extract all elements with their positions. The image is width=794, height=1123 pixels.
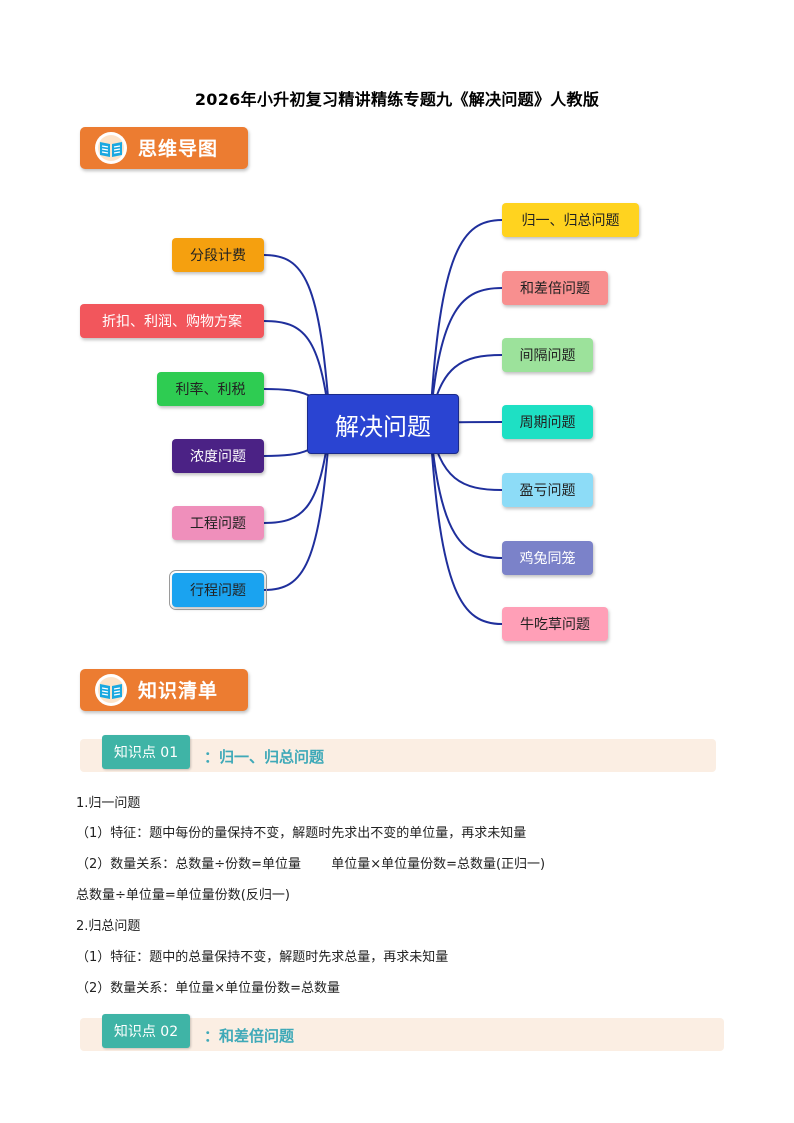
connector-right-7 — [429, 422, 503, 625]
mindmap-node-left-6: 行程问题 — [169, 570, 267, 610]
mindmap-node-right-2: 和差倍问题 — [502, 271, 608, 305]
mindmap-node-right-4: 周期问题 — [502, 405, 593, 439]
knowledge-point-tag: 知识点 02 — [102, 1014, 190, 1048]
mindmap-section-label: 思维导图 — [138, 138, 219, 160]
content-line: 1.归一问题 — [76, 796, 141, 811]
connector-left-6 — [263, 422, 331, 591]
content-line: （1）特征：题中每份的量保持不变，解题时先求出不变的单位量，再求未知量 — [76, 826, 527, 841]
mindmap-node-right-7: 牛吃草问题 — [502, 607, 608, 641]
knowledge-section-banner: 知识清单 — [80, 669, 248, 711]
knowledge-section-label: 知识清单 — [138, 680, 219, 702]
mindmap-node-left-4: 浓度问题 — [172, 439, 264, 473]
mindmap: 解决问题 分段计费折扣、利润、购物方案利率、利税浓度问题工程问题行程问题 归一、归… — [0, 180, 794, 660]
mindmap-node-left-2: 折扣、利润、购物方案 — [80, 304, 264, 338]
mindmap-node-right-3: 间隔问题 — [502, 338, 593, 372]
connector-right-1 — [429, 219, 503, 424]
mindmap-section-banner: 思维导图 — [80, 127, 248, 169]
content-line: （2）数量关系：单位量×单位量份数=总数量 — [76, 981, 341, 996]
mindmap-node-left-5: 工程问题 — [172, 506, 264, 540]
knowledge-point-title: ：和差倍问题 — [204, 1027, 295, 1045]
mindmap-center-node: 解决问题 — [307, 394, 459, 454]
connector-right-2 — [429, 287, 503, 424]
content-line: （1）特征：题中的总量保持不变，解题时先求总量，再求未知量 — [76, 950, 449, 965]
content-line: 2.归总问题 — [76, 919, 141, 934]
mindmap-node-right-6: 鸡兔同笼 — [502, 541, 593, 575]
mindmap-node-right-1: 归一、归总问题 — [502, 203, 639, 237]
book-icon — [95, 674, 127, 706]
content-line: 总数量÷单位量=单位量份数(反归一) — [76, 888, 290, 903]
mindmap-node-left-3: 利率、利税 — [157, 372, 264, 406]
knowledge-point-tag: 知识点 01 — [102, 735, 190, 769]
connector-left-1 — [263, 254, 331, 424]
document-title: 2026年小升初复习精讲精练专题九《解决问题》人教版 — [194, 90, 600, 109]
connector-right-6 — [429, 422, 503, 559]
content-line: （2）数量关系：总数量÷份数=单位量 单位量×单位量份数=总数量(正归一) — [76, 857, 546, 872]
knowledge-point-bar: 知识点 02 ：和差倍问题 — [80, 1014, 724, 1051]
book-icon — [95, 132, 127, 164]
knowledge-point-title: ：归一、归总问题 — [204, 748, 325, 766]
mindmap-node-right-5: 盈亏问题 — [502, 473, 593, 507]
mindmap-node-left-1: 分段计费 — [172, 238, 264, 272]
knowledge-point-bar: 知识点 01 ：归一、归总问题 — [80, 735, 716, 772]
